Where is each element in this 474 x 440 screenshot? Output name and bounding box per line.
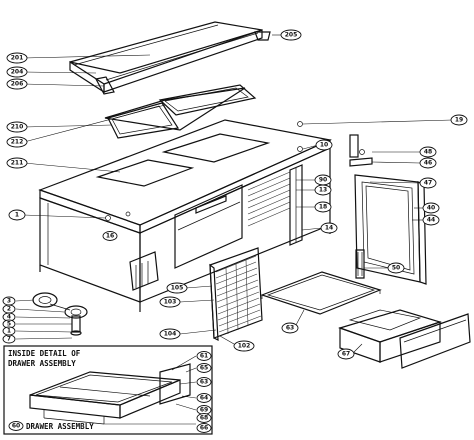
pan-frames — [104, 84, 257, 139]
svg-text:104: 104 — [164, 331, 177, 338]
svg-text:14: 14 — [325, 225, 333, 232]
svg-text:40: 40 — [427, 205, 435, 212]
caster-parts — [32, 292, 88, 336]
assembly-number-callout: 60 — [8, 421, 24, 431]
hinge-parts — [105, 121, 373, 279]
svg-text:206: 206 — [11, 81, 24, 88]
svg-text:2: 2 — [7, 306, 11, 313]
callout-69: 69 — [196, 405, 212, 415]
svg-text:102: 102 — [238, 343, 251, 350]
drawer — [338, 309, 471, 369]
drawer-slide-rail — [260, 271, 382, 315]
callout-212: 212 — [6, 136, 28, 148]
callout-1-caster: 1 — [2, 326, 16, 336]
drawer-assembly-inset: INSIDE DETAIL OF DRAWER ASSEMBLY 60 DRAW… — [3, 345, 213, 435]
svg-text:10: 10 — [320, 142, 328, 149]
callout-68: 68 — [196, 413, 212, 423]
svg-text:63: 63 — [200, 379, 208, 386]
svg-text:68: 68 — [200, 415, 208, 422]
callout-105: 105 — [166, 282, 188, 294]
leader-lines — [15, 34, 453, 425]
callout-206: 206 — [6, 78, 28, 90]
callout-10: 10 — [315, 139, 333, 151]
svg-text:5: 5 — [7, 321, 11, 328]
svg-text:211: 211 — [11, 160, 24, 167]
svg-text:4: 4 — [7, 314, 11, 321]
callout-103: 103 — [159, 296, 181, 308]
callout-204: 204 — [6, 66, 28, 78]
svg-text:212: 212 — [11, 139, 24, 146]
svg-text:47: 47 — [424, 180, 432, 187]
svg-text:16: 16 — [106, 233, 114, 240]
callout-63: 63 — [281, 322, 299, 334]
svg-text:204: 204 — [11, 69, 24, 76]
svg-text:1: 1 — [7, 328, 11, 335]
callout-63-inset: 63 — [196, 377, 212, 387]
svg-text:3: 3 — [7, 298, 11, 305]
svg-text:64: 64 — [200, 395, 208, 402]
svg-text:65: 65 — [200, 365, 208, 372]
callout-13: 13 — [314, 184, 332, 196]
callout-44: 44 — [422, 214, 440, 226]
svg-text:50: 50 — [392, 265, 400, 272]
callout-205: 205 — [280, 29, 302, 41]
callout-67: 67 — [337, 348, 355, 360]
callout-40: 40 — [422, 202, 440, 214]
callout-16: 16 — [102, 231, 118, 241]
svg-text:60: 60 — [12, 423, 20, 430]
callout-104: 104 — [159, 328, 181, 340]
svg-text:46: 46 — [424, 160, 432, 167]
callout-18: 18 — [314, 201, 332, 213]
svg-text:19: 19 — [455, 117, 463, 124]
callout-65: 65 — [196, 363, 212, 373]
louvered-grille — [209, 247, 263, 341]
callout-102: 102 — [233, 340, 255, 352]
svg-text:61: 61 — [200, 353, 208, 360]
callout-47: 47 — [419, 177, 437, 189]
callout-5: 5 — [2, 319, 16, 329]
callout-48: 48 — [419, 146, 437, 158]
callout-2: 2 — [2, 304, 16, 314]
callout-90: 90 — [314, 174, 332, 186]
callout-210: 210 — [6, 121, 28, 133]
svg-text:103: 103 — [164, 299, 177, 306]
sneeze-guard — [69, 21, 271, 95]
svg-text:205: 205 — [285, 32, 298, 39]
svg-text:18: 18 — [319, 204, 327, 211]
svg-text:210: 210 — [11, 124, 24, 131]
main-cabinet — [38, 119, 332, 312]
callout-1: 1 — [8, 209, 26, 221]
svg-text:69: 69 — [200, 407, 208, 414]
svg-text:201: 201 — [11, 55, 24, 62]
svg-text:48: 48 — [424, 149, 432, 156]
callout-201: 201 — [6, 52, 28, 64]
svg-text:13: 13 — [319, 187, 327, 194]
svg-text:63: 63 — [286, 325, 294, 332]
callout-46: 46 — [419, 157, 437, 169]
callout-211: 211 — [6, 157, 28, 169]
callout-3: 3 — [2, 296, 16, 306]
callout-19: 19 — [450, 114, 468, 126]
cabinet-door — [354, 174, 427, 285]
callout-66: 66 — [196, 423, 212, 433]
inset-title-line1: INSIDE DETAIL OF — [8, 349, 81, 358]
callout-14: 14 — [320, 222, 338, 234]
svg-text:44: 44 — [427, 217, 435, 224]
svg-text:90: 90 — [319, 177, 327, 184]
inset-assembly-label: DRAWER ASSEMBLY — [26, 422, 94, 431]
callout-61: 61 — [196, 351, 212, 361]
callout-50: 50 — [387, 262, 405, 274]
svg-text:1: 1 — [15, 212, 19, 219]
svg-text:67: 67 — [342, 351, 350, 358]
svg-text:66: 66 — [200, 425, 208, 432]
inset-title-line2: DRAWER ASSEMBLY — [8, 359, 76, 368]
callout-64: 64 — [196, 393, 212, 403]
svg-text:7: 7 — [7, 336, 11, 343]
callout-7: 7 — [2, 334, 16, 344]
svg-text:105: 105 — [171, 285, 184, 292]
